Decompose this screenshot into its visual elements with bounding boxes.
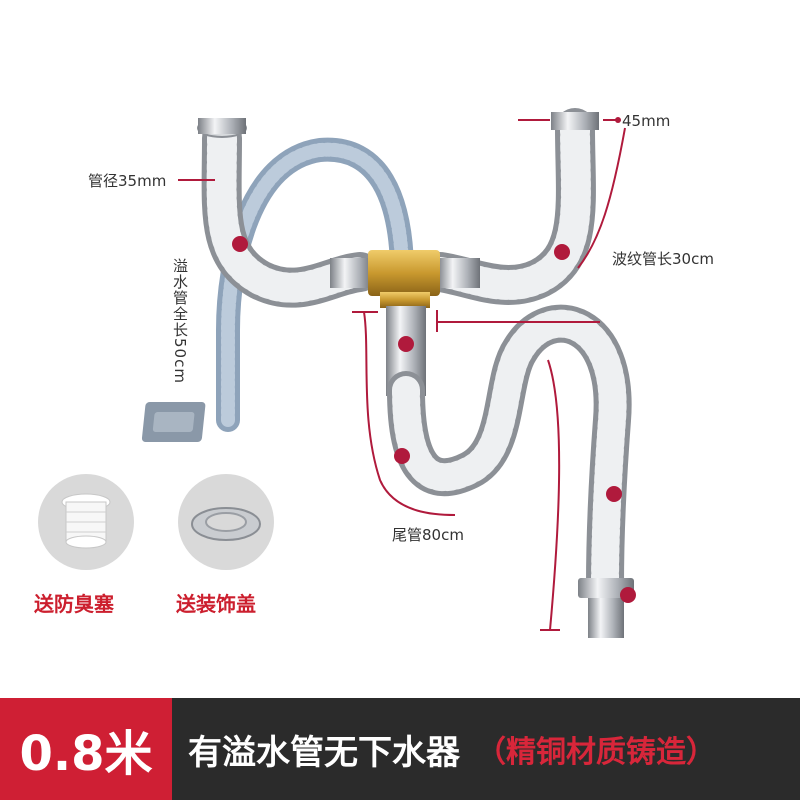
decorative-cover-label: 送装饰盖 (176, 592, 256, 616)
tail-pipe-label: 尾管80cm (392, 526, 464, 544)
decorative-cover-icon (191, 507, 261, 541)
product-illustration: 管径35mm 45mm 波纹管长30cm 溢水管全长50cm 尾管80cm (88, 108, 714, 638)
banner-title: 有溢水管无下水器 (188, 732, 460, 773)
brass-tee (368, 250, 440, 296)
measurement-markers (232, 117, 636, 603)
outlet-size-label: 45mm (622, 112, 671, 130)
banner-text: 有溢水管无下水器 （精铜材质铸造） (188, 698, 716, 800)
size-badge: 0.8米 (0, 698, 172, 800)
pipe-diameter-label: 管径35mm (88, 172, 167, 190)
decorative-cover-thumbnail (178, 474, 274, 570)
drain-pipe-drawing (141, 108, 636, 638)
bellows-length-label: 波纹管长30cm (612, 250, 714, 268)
size-text: 0.8米 (19, 726, 153, 782)
dimension-lines (178, 119, 626, 631)
right-inlet-flange (551, 112, 599, 130)
tail-outlet (588, 598, 624, 638)
odor-plug-label: 送防臭塞 (34, 592, 114, 616)
overflow-length-label: 溢水管全长50cm (171, 258, 189, 384)
tail-collar (578, 578, 634, 598)
odor-plug-icon (61, 493, 111, 549)
banner-subtitle: （精铜材质铸造） (476, 735, 716, 770)
product-banner: 0.8米 有溢水管无下水器 （精铜材质铸造） (0, 698, 800, 800)
odor-plug-thumbnail (38, 474, 134, 570)
